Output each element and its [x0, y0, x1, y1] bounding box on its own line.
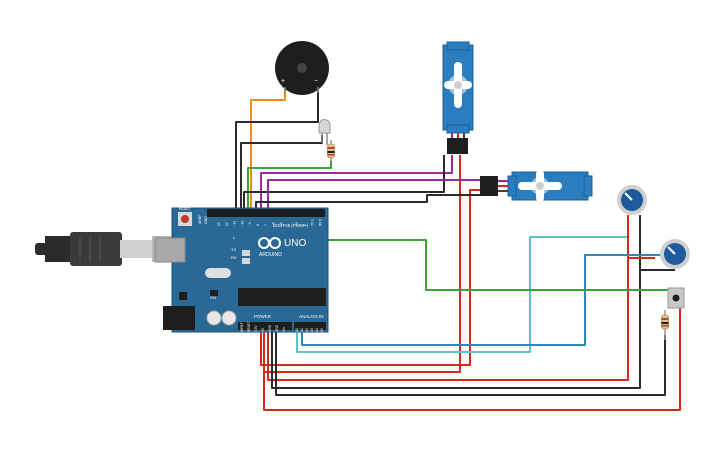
- wire-button-signal[interactable]: [316, 239, 668, 291]
- power-pin-label-2: 3.3V: [254, 325, 258, 332]
- wire-button-gnd[interactable]: [275, 332, 666, 396]
- digital-pin-label-1: 12: [225, 222, 229, 226]
- digital-pin-label-4: ~9: [248, 222, 252, 226]
- servo-motor-2[interactable]: [480, 170, 593, 202]
- power-jack: [163, 306, 195, 330]
- digital-pin-label-8: ~5: [279, 222, 283, 226]
- wire-button-power[interactable]: [263, 305, 681, 411]
- power-pin-label-6: Vin: [282, 327, 286, 332]
- led[interactable]: [318, 119, 331, 145]
- potentiometer-1[interactable]: [617, 185, 647, 215]
- analog-header: [294, 322, 326, 330]
- wire-servo2-gnd[interactable]: [255, 194, 480, 211]
- digital-pin-label-2: ~11: [233, 221, 237, 226]
- buzzer-plus-label: +: [281, 78, 285, 85]
- analog-pin-label-0: A0: [295, 328, 299, 332]
- servo-motor-1[interactable]: [442, 41, 474, 154]
- digital-pin-label-9: 4: [287, 224, 291, 226]
- wire-pot1-power[interactable]: [267, 215, 629, 381]
- board-reset-label: RESET: [179, 207, 192, 211]
- digital-pin-label-6: 7: [264, 224, 268, 226]
- digital-pin-label-7: ~6: [272, 222, 276, 226]
- wires: [235, 87, 681, 411]
- digital-pin-label-11: 2: [303, 224, 307, 226]
- arduino-uno-board[interactable]: [154, 207, 329, 333]
- board-power-label: POWER: [254, 314, 272, 319]
- board-model: UNO: [284, 238, 306, 249]
- arduino-infinity-logo-icon: [258, 237, 281, 249]
- potentiometer-2[interactable]: [660, 239, 690, 269]
- board-analog-label: ANALOG IN: [299, 314, 324, 319]
- power-pin-label-4: GND: [268, 324, 272, 332]
- board-tx-label: TX: [231, 247, 236, 252]
- wire-buzzer-minus[interactable]: [235, 87, 319, 211]
- digital-pin-label-3: ~10: [240, 220, 244, 226]
- buzzer-minus-label: −: [314, 78, 318, 85]
- digital-header: [207, 209, 325, 217]
- wire-servo2-signal[interactable]: [267, 179, 480, 211]
- analog-pin-label-3: A3: [310, 328, 314, 332]
- board-l-label: L: [233, 235, 236, 240]
- analog-pin-label-2: A2: [305, 328, 309, 332]
- wire-servo2-power[interactable]: [260, 189, 480, 366]
- board-digital-label: DIGITAL (PWM~): [273, 223, 308, 228]
- board-rx-label: RX: [231, 255, 237, 260]
- board-brand: ARDUINO: [259, 252, 282, 258]
- power-pin-label-0: IOREF: [240, 322, 244, 332]
- analog-pin-label-5: A5: [320, 328, 324, 332]
- analog-pin-label-1: A1: [300, 328, 304, 332]
- power-pin-label-1: RESET: [247, 321, 251, 332]
- digital-pin-label-12: TX 1: [311, 219, 315, 226]
- digital-pin-label-5: 8: [256, 224, 260, 226]
- wire-led-signal[interactable]: [247, 160, 332, 211]
- board-on-label: ON: [210, 295, 216, 300]
- wire-servo1-gnd[interactable]: [243, 155, 445, 211]
- power-pin-label-3: 5V: [261, 327, 265, 332]
- power-pin-label-5: GND: [275, 324, 279, 332]
- digital-pin-label-10: ~3: [295, 222, 299, 226]
- push-button[interactable]: [667, 287, 685, 309]
- wire-pot1-gnd[interactable]: [271, 215, 641, 389]
- wire-buzzer-plus[interactable]: [250, 87, 286, 211]
- wire-pot2-signal[interactable]: [301, 254, 670, 346]
- digital-pin-label-0: 13: [217, 222, 221, 226]
- board-gnd-label: GND: [204, 216, 208, 224]
- power-header: [238, 322, 292, 330]
- resistor-button[interactable]: [661, 310, 669, 340]
- digital-pin-label-13: RX 0: [318, 219, 322, 226]
- piezo-buzzer[interactable]: [275, 41, 329, 95]
- resistor-led[interactable]: [327, 140, 335, 162]
- analog-pin-label-4: A4: [315, 328, 319, 332]
- board-aref-label: AREF: [198, 215, 202, 224]
- atmega-chip: [238, 288, 326, 306]
- wire-pot1-signal[interactable]: [296, 236, 628, 353]
